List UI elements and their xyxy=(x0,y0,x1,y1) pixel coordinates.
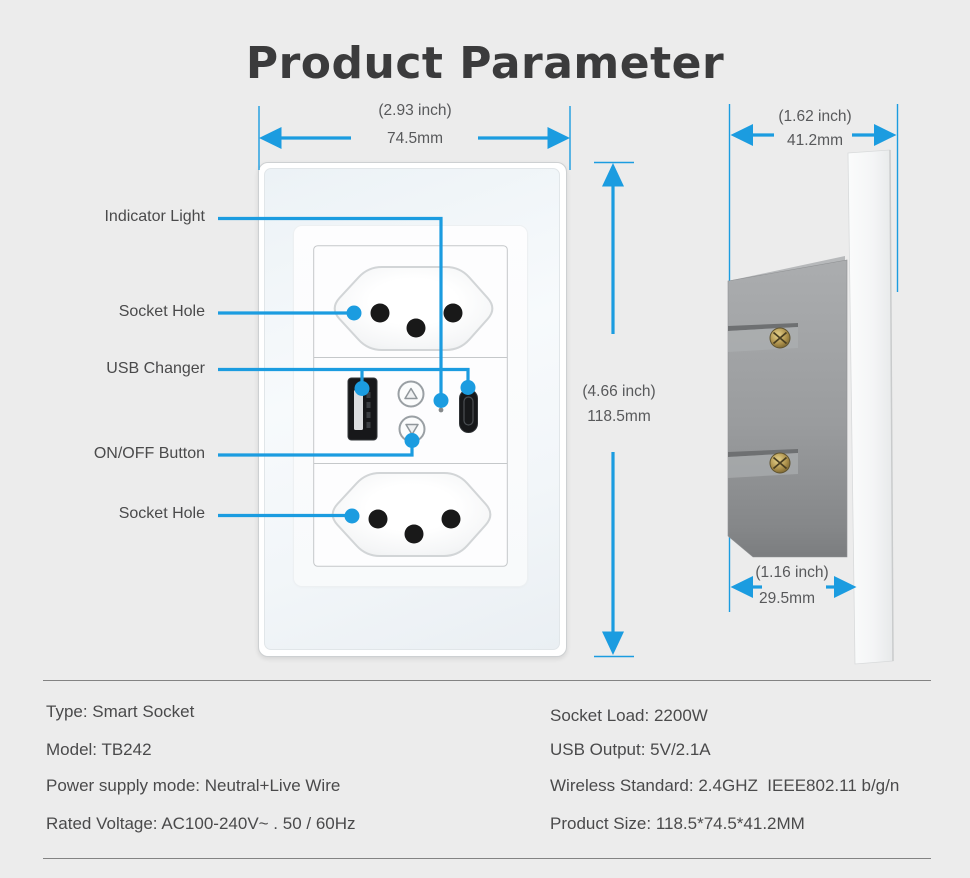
usb-a-tongue xyxy=(354,390,363,430)
callout-label-usb-changer: USB Changer xyxy=(106,360,205,377)
usb-a-contact xyxy=(366,402,371,408)
screw-cross xyxy=(772,331,788,345)
pin-hole xyxy=(368,509,388,529)
arrow-right-icon xyxy=(834,576,857,598)
spec-socket-load: Socket Load: 2200W xyxy=(550,706,708,725)
housing-groove xyxy=(728,323,798,331)
dim-side-width-inch: (1.62 inch) xyxy=(778,108,852,125)
spec-divider-bottom xyxy=(43,858,931,859)
callout-dot-usb-c xyxy=(460,380,476,395)
dim-front-width-inch: (2.93 inch) xyxy=(378,102,452,119)
arrow-left-icon xyxy=(730,576,753,598)
usb-c-slot xyxy=(463,396,474,426)
arrow-up-icon xyxy=(602,163,624,187)
socket-top xyxy=(333,266,494,351)
pin-hole xyxy=(404,524,424,544)
callout-dot-onoff-button xyxy=(404,433,420,448)
dim-side-depth-mm: 29.5mm xyxy=(759,590,815,607)
dim-side-depth-inch: (1.16 inch) xyxy=(755,564,829,581)
callout-dot-socket-hole-bottom xyxy=(344,508,360,524)
spec-wireless-standard: Wireless Standard: 2.4GHZ IEEE802.11 b/g… xyxy=(550,776,900,795)
callout-dot-usb-a xyxy=(354,381,370,396)
socket-module-stack xyxy=(313,245,508,567)
housing-groove xyxy=(728,449,798,457)
triangle-up-icon xyxy=(404,387,418,400)
indicator-led-dot xyxy=(438,407,444,413)
callout-dot-socket-hole-top xyxy=(346,305,362,321)
callout-label-socket-hole-top: Socket Hole xyxy=(118,303,205,320)
callout-label-socket-hole-bottom: Socket Hole xyxy=(118,505,205,522)
usb-a-contact xyxy=(366,392,371,398)
usb-module xyxy=(347,377,478,443)
page-title: Product Parameter xyxy=(245,38,725,89)
pin-hole xyxy=(443,303,463,323)
callout-line-onoff-button xyxy=(218,446,414,457)
pin-hole xyxy=(406,318,426,338)
callout-label-indicator-light: Indicator Light xyxy=(104,208,205,225)
usb-a-contact xyxy=(366,412,371,418)
spec-power-supply: Power supply mode: Neutral+Live Wire xyxy=(46,776,341,795)
spec-usb-output: USB Output: 5V/2.1A xyxy=(550,740,711,759)
pin-hole xyxy=(441,509,461,529)
dim-side-width-mm: 41.2mm xyxy=(787,132,843,149)
arrow-left-icon xyxy=(259,127,282,149)
triangle-down-icon xyxy=(405,423,419,436)
spec-type: Type: Smart Socket xyxy=(46,702,195,721)
callout-line-usb-changer xyxy=(218,367,470,382)
screw-cross xyxy=(772,456,788,470)
callout-label-onoff-button: ON/OFF Button xyxy=(93,445,205,462)
arrow-right-icon xyxy=(547,127,570,149)
callout-line-indicator-light xyxy=(218,216,443,395)
spec-product-size: Product Size: 118.5*74.5*41.2MM xyxy=(550,814,805,833)
spec-model: Model: TB242 xyxy=(46,740,152,759)
spec-rated-voltage: Rated Voltage: AC100-240V~ . 50 / 60Hz xyxy=(46,814,356,833)
arrow-left-icon xyxy=(730,124,753,146)
arrow-down-icon xyxy=(602,631,624,655)
socket-bottom xyxy=(331,472,492,557)
callout-dot-indicator-light xyxy=(433,393,449,408)
pin-hole xyxy=(370,303,390,323)
arrow-right-icon xyxy=(874,124,897,146)
usb-a-contact xyxy=(366,422,371,428)
dim-front-width-mm: 74.5mm xyxy=(387,130,443,147)
dim-front-height-inch: (4.66 inch) xyxy=(582,383,656,400)
socket-side-view xyxy=(727,104,899,665)
dim-front-height-mm: 118.5mm xyxy=(587,408,651,425)
side-plate-edge xyxy=(889,149,894,662)
spec-divider-top xyxy=(43,680,931,681)
